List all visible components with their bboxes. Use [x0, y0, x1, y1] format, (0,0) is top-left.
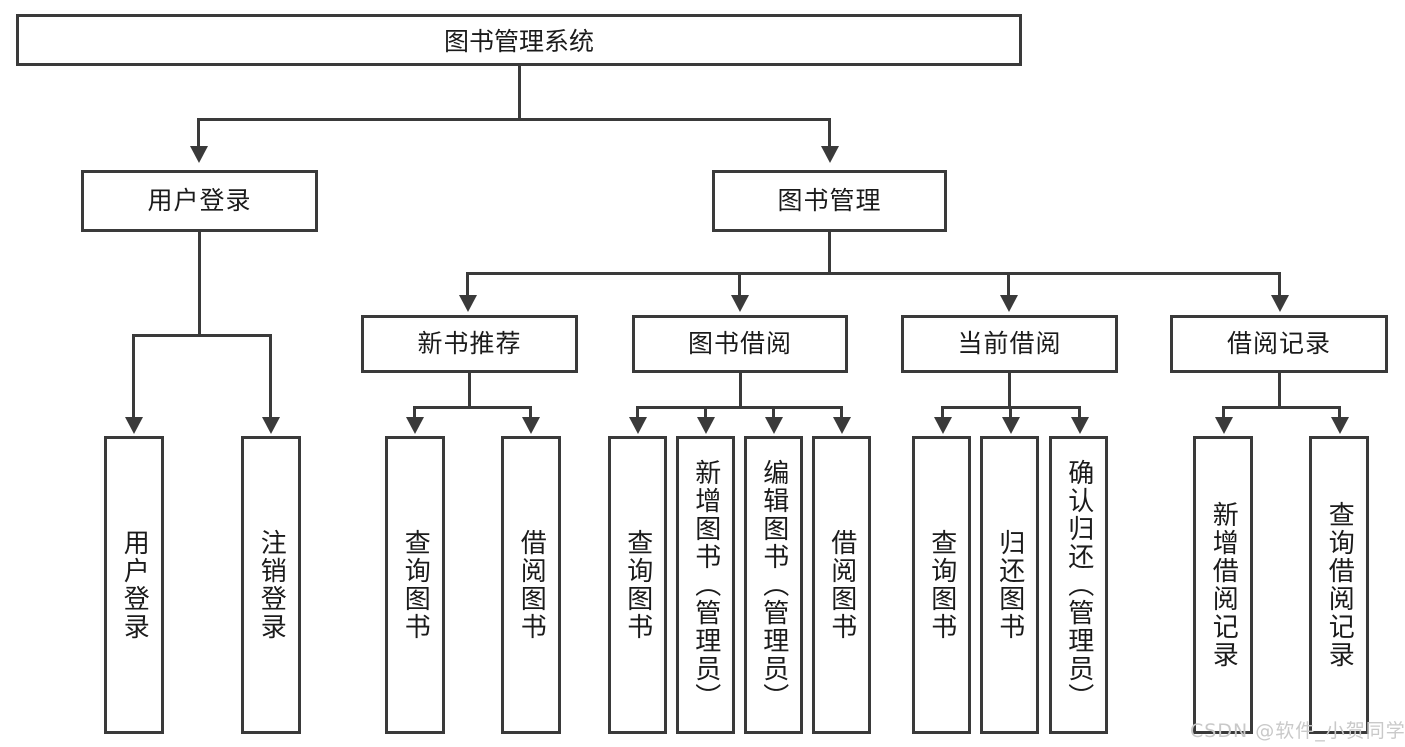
arrow-to-leaf-edit-book	[765, 417, 783, 434]
arrow-to-leaf-confirm-return	[1071, 417, 1089, 434]
connector-cb-drop-1	[941, 406, 944, 419]
node-leaf-query-book-3-label: 查询图书	[926, 529, 957, 641]
csdn-watermark: CSDN @软件_小贺同学	[1190, 720, 1405, 742]
arrow-to-book-borrow	[731, 295, 749, 312]
node-leaf-logout[interactable]: 注销登录	[241, 436, 301, 734]
node-leaf-return-book[interactable]: 归还图书	[980, 436, 1039, 734]
node-current-borrow[interactable]: 当前借阅	[901, 315, 1118, 373]
connector-cb-drop-3	[1078, 406, 1081, 419]
arrow-to-leaf-query-record	[1331, 417, 1349, 434]
connector-bb-drop-4	[840, 406, 843, 419]
node-leaf-borrow-book-1[interactable]: 借阅图书	[501, 436, 561, 734]
node-leaf-user-login[interactable]: 用户登录	[104, 436, 164, 734]
arrow-to-leaf-add-book	[697, 417, 715, 434]
node-current-borrow-label: 当前借阅	[957, 329, 1062, 359]
connector-cb-stem	[1008, 373, 1011, 406]
node-user-login-label: 用户登录	[147, 186, 252, 216]
connector-br-drop-1	[1222, 406, 1225, 419]
arrow-to-leaf-add-record	[1215, 417, 1233, 434]
connector-user-login-drop-1	[132, 334, 135, 419]
node-leaf-query-book-2[interactable]: 查询图书	[608, 436, 667, 734]
node-book-borrow[interactable]: 图书借阅	[632, 315, 848, 373]
connector-bm-drop-1	[466, 272, 469, 297]
node-book-management-label: 图书管理	[777, 186, 882, 216]
node-leaf-query-book-1[interactable]: 查询图书	[385, 436, 445, 734]
node-leaf-add-book-label: 新增图书（管理员）	[690, 459, 721, 711]
connector-bb-drop-2	[704, 406, 707, 419]
node-leaf-borrow-book-1-label: 借阅图书	[516, 529, 547, 641]
node-leaf-query-record-label: 查询借阅记录	[1324, 501, 1355, 669]
connector-bb-bus	[636, 406, 841, 409]
connector-nbr-bus	[413, 406, 529, 409]
arrow-to-borrow-record	[1271, 295, 1289, 312]
connector-user-login-stem	[198, 232, 201, 334]
connector-bb-drop-1	[636, 406, 639, 419]
node-leaf-query-book-3[interactable]: 查询图书	[912, 436, 971, 734]
connector-cb-drop-2	[1009, 406, 1012, 419]
node-leaf-edit-book[interactable]: 编辑图书（管理员）	[744, 436, 803, 734]
connector-root-drop-right	[828, 118, 831, 148]
arrow-to-leaf-logout	[262, 417, 280, 434]
connector-user-login-drop-2	[269, 334, 272, 419]
arrow-to-leaf-borrow-book-1	[522, 417, 540, 434]
node-root-label: 图书管理系统	[443, 27, 594, 56]
connector-bm-drop-3	[1007, 272, 1010, 297]
connector-bm-drop-2	[738, 272, 741, 297]
node-leaf-borrow-book-2[interactable]: 借阅图书	[812, 436, 871, 734]
connector-br-stem	[1278, 373, 1281, 406]
connector-book-management-bus	[466, 272, 1278, 275]
node-leaf-confirm-return[interactable]: 确认归还（管理员）	[1049, 436, 1108, 734]
connector-br-bus	[1222, 406, 1338, 409]
connector-root-drop-left	[197, 118, 200, 148]
arrow-to-user-login	[190, 146, 208, 163]
connector-nbr-drop-1	[413, 406, 416, 419]
connector-root-stem	[518, 66, 521, 118]
connector-nbr-drop-2	[529, 406, 532, 419]
arrow-to-new-book-recommend	[459, 295, 477, 312]
node-leaf-edit-book-label: 编辑图书（管理员）	[758, 459, 789, 711]
connector-nbr-stem	[468, 373, 471, 406]
node-leaf-logout-label: 注销登录	[256, 529, 287, 641]
node-leaf-borrow-book-2-label: 借阅图书	[826, 529, 857, 641]
arrow-to-leaf-query-book-3	[934, 417, 952, 434]
node-new-book-recommend-label: 新书推荐	[417, 329, 522, 359]
connector-book-management-stem	[828, 232, 831, 272]
connector-br-drop-2	[1338, 406, 1341, 419]
connector-bb-drop-3	[772, 406, 775, 419]
node-leaf-query-record[interactable]: 查询借阅记录	[1309, 436, 1369, 734]
connector-bm-drop-4	[1278, 272, 1281, 297]
node-root[interactable]: 图书管理系统	[16, 14, 1022, 66]
node-leaf-confirm-return-label: 确认归还（管理员）	[1063, 459, 1094, 711]
node-leaf-query-book-1-label: 查询图书	[400, 529, 431, 641]
node-leaf-add-record-label: 新增借阅记录	[1208, 501, 1239, 669]
node-borrow-record-label: 借阅记录	[1226, 329, 1331, 359]
arrow-to-book-management	[821, 146, 839, 163]
node-book-borrow-label: 图书借阅	[687, 329, 792, 359]
node-book-management[interactable]: 图书管理	[712, 170, 947, 232]
node-leaf-return-book-label: 归还图书	[994, 529, 1025, 641]
node-leaf-add-record[interactable]: 新增借阅记录	[1193, 436, 1253, 734]
node-leaf-add-book[interactable]: 新增图书（管理员）	[676, 436, 735, 734]
arrow-to-leaf-return-book	[1002, 417, 1020, 434]
arrow-to-leaf-query-book-2	[629, 417, 647, 434]
arrow-to-leaf-user-login	[125, 417, 143, 434]
arrow-to-current-borrow	[1000, 295, 1018, 312]
arrow-to-leaf-query-book-1	[406, 417, 424, 434]
connector-root-bus	[197, 118, 831, 121]
node-leaf-user-login-label: 用户登录	[119, 529, 150, 641]
node-new-book-recommend[interactable]: 新书推荐	[361, 315, 578, 373]
node-user-login[interactable]: 用户登录	[81, 170, 318, 232]
node-leaf-query-book-2-label: 查询图书	[622, 529, 653, 641]
connector-user-login-bus	[132, 334, 269, 337]
node-borrow-record[interactable]: 借阅记录	[1170, 315, 1388, 373]
arrow-to-leaf-borrow-book-2	[833, 417, 851, 434]
connector-bb-stem	[739, 373, 742, 406]
